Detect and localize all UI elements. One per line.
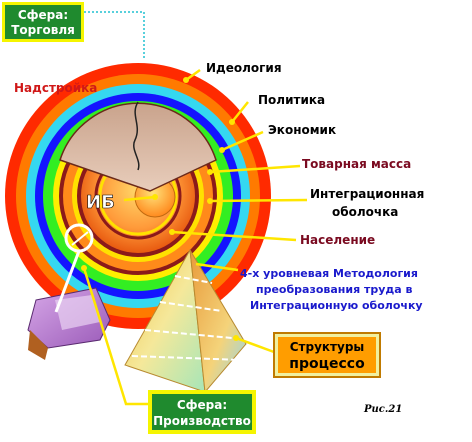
production-box-inner (152, 394, 252, 430)
trade-box-line1: Сфера: (18, 8, 68, 22)
brace-line (133, 101, 140, 171)
ideology-dot (183, 77, 189, 83)
production-box: Сфера: Производство (148, 390, 256, 434)
economics-connector (221, 130, 264, 152)
trade-box: Сфера: Торговля (2, 2, 84, 42)
structures-dot (233, 335, 239, 341)
book-pages (55, 295, 100, 330)
pyramid-level-2 (159, 301, 223, 312)
politics-dot (229, 119, 235, 125)
connectors (81, 11, 308, 406)
pyramid-level-4 (131, 355, 243, 361)
zoom-connector (54, 250, 81, 313)
trade-box-inner (5, 5, 81, 39)
pyramid-levels (131, 275, 243, 361)
trade-connector (84, 11, 145, 58)
ib-label: ИБ (86, 192, 115, 213)
pyramid-level-1 (174, 275, 213, 284)
population-label: Население (300, 233, 375, 247)
integration-label-line2: оболочка (332, 205, 398, 219)
population-dot (169, 229, 175, 235)
production-dot (81, 265, 87, 271)
production-box-line1: Сфера: (177, 398, 227, 412)
structures-box-inner (278, 337, 376, 373)
ideology-label: Идеология (206, 61, 282, 75)
book-illustration (27, 287, 111, 360)
population-connector (171, 230, 297, 242)
trade-box-line2: Торговля (11, 23, 75, 37)
politics-label: Политика (258, 93, 325, 107)
structures-connector (235, 336, 275, 354)
integration-dot (207, 198, 213, 204)
methodology-label-line2: преобразования труда в (256, 283, 413, 296)
upper-segment-wedge (59, 102, 217, 192)
ib-connector (123, 195, 156, 202)
pyramid-level-3 (144, 329, 233, 339)
structures-box-line2: процессо (289, 356, 365, 372)
integration-connector (209, 198, 308, 203)
book-shadow (28, 330, 48, 360)
integration-label-line1: Интеграционная (310, 187, 424, 201)
pyramid-right-face (189, 249, 247, 394)
zoom-mark (71, 231, 89, 246)
structures-box: Структуры процессо (273, 332, 381, 378)
methodology-label-line1: 4-х уровневая Методология (240, 267, 418, 280)
methodology-connector (195, 262, 239, 272)
pyramid (124, 248, 247, 394)
superstructure-label: Надстройка (14, 81, 97, 95)
production-box-line2: Производство (153, 414, 251, 428)
ib-dot (152, 194, 158, 200)
figure-caption: Рис.21 (363, 404, 402, 415)
commodity-dot (207, 169, 213, 175)
commodity-connector (209, 164, 301, 174)
commodity-mass-label: Товарная масса (302, 157, 411, 171)
structures-box-line1: Структуры (290, 340, 365, 354)
economics-dot (219, 147, 225, 153)
economics-label: Экономик (268, 123, 336, 137)
methodology-label-line3: Интеграционную оболочку (250, 299, 423, 312)
politics-connector (231, 101, 249, 123)
